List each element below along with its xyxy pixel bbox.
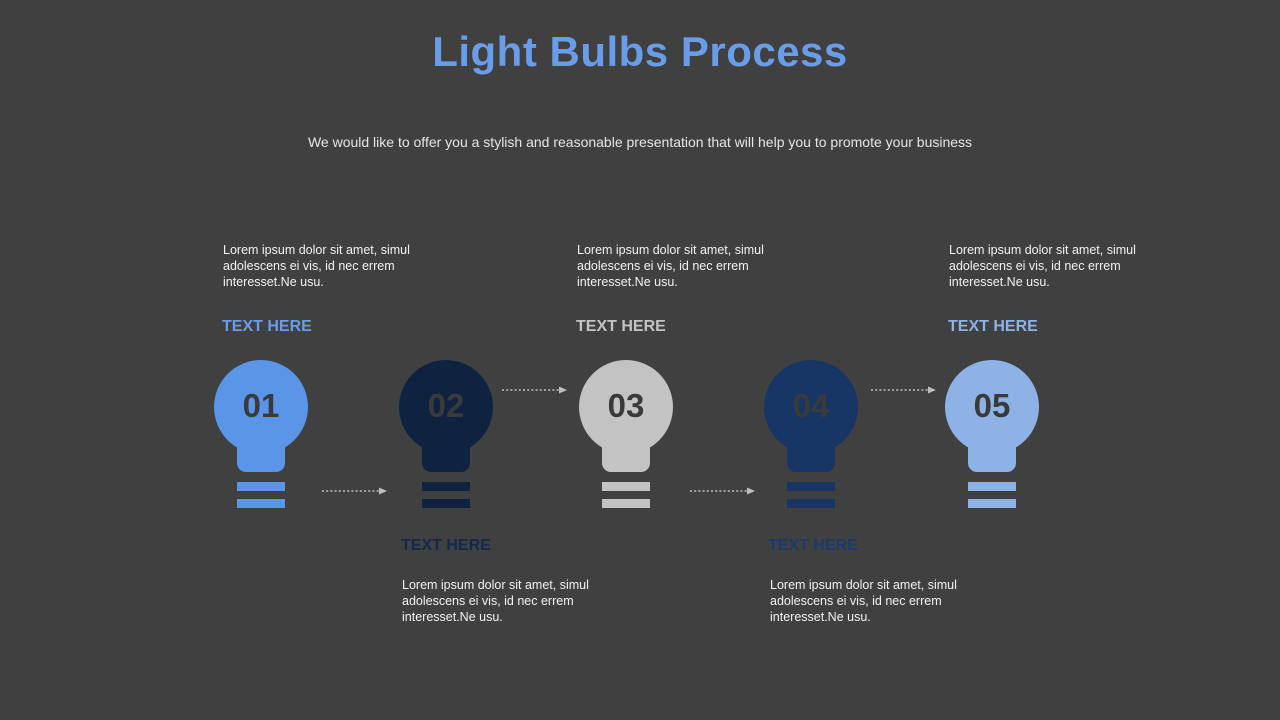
bulb-base-ring <box>787 499 835 508</box>
step-3-heading: TEXT HERE <box>576 318 666 335</box>
bulb-base-ring <box>422 482 470 491</box>
step-3-bulb-icon: 03 <box>579 360 673 510</box>
slide-title: Light Bulbs Process <box>432 28 848 75</box>
bulb-base-ring <box>237 499 285 508</box>
step-1-heading: TEXT HERE <box>222 318 312 335</box>
bulb-base-ring <box>602 482 650 491</box>
bulb-neck <box>422 422 470 472</box>
step-5-heading: TEXT HERE <box>948 318 1038 335</box>
connector-arrow-3-4 <box>690 487 755 495</box>
step-1-description: Lorem ipsum dolor sit amet, simul adoles… <box>223 243 410 289</box>
step-3-number: 03 <box>607 387 645 424</box>
step-2-description: Lorem ipsum dolor sit amet, simul adoles… <box>402 578 589 624</box>
step-4-heading: TEXT HERE <box>768 537 858 554</box>
bulb-neck <box>968 422 1016 472</box>
step-5-bulb-icon: 05 <box>945 360 1039 510</box>
bulb-base-ring <box>422 499 470 508</box>
connector-arrow-2-3 <box>502 386 567 394</box>
slide-subtitle: We would like to offer you a stylish and… <box>307 134 973 150</box>
step-4-number: 04 <box>792 387 830 424</box>
bulb-neck <box>787 422 835 472</box>
bulb-base-ring <box>968 482 1016 491</box>
bulb-base-ring <box>787 482 835 491</box>
step-4-description: Lorem ipsum dolor sit amet, simul adoles… <box>770 578 957 624</box>
connector-arrow-4-5 <box>871 386 936 394</box>
bulb-neck <box>237 422 285 472</box>
step-2-bulb-icon: 02 <box>399 360 493 510</box>
bulb-neck <box>602 422 650 472</box>
step-5-description: Lorem ipsum dolor sit amet, simul adoles… <box>949 243 1136 289</box>
step-1-number: 01 <box>242 387 280 424</box>
step-5-number: 05 <box>973 387 1011 424</box>
step-2-number: 02 <box>427 387 465 424</box>
bulb-base-ring <box>602 499 650 508</box>
connector-arrow-1-2 <box>322 487 387 495</box>
bulb-base-ring <box>237 482 285 491</box>
step-1-bulb-icon: 01 <box>214 360 308 510</box>
step-3-description: Lorem ipsum dolor sit amet, simul adoles… <box>577 243 764 289</box>
bulb-base-ring <box>968 499 1016 508</box>
step-4-bulb-icon: 04 <box>764 360 858 510</box>
step-2-heading: TEXT HERE <box>401 537 491 554</box>
